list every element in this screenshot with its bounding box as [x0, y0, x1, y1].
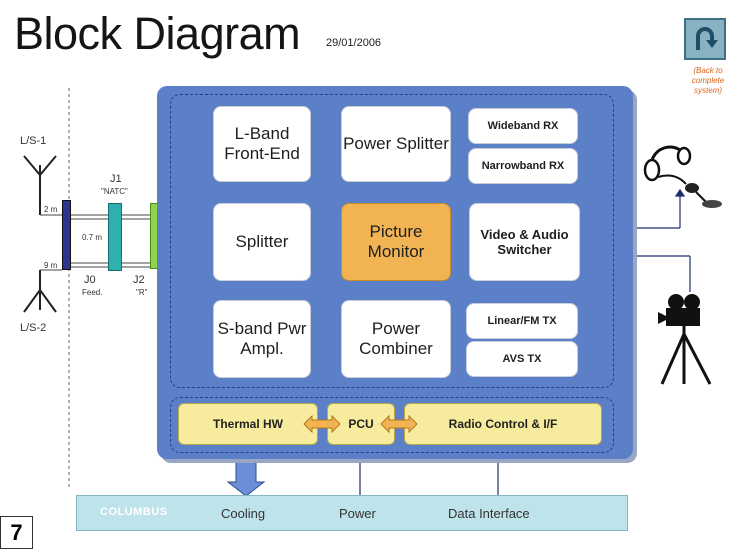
video-audio-switcher-block: Video & Audio Switcher	[469, 203, 580, 281]
j2-label: J2	[133, 274, 145, 286]
connector-j0	[62, 200, 71, 270]
headset-microphone-icon	[643, 145, 722, 208]
linear-fm-tx-block: Linear/FM TX	[466, 303, 578, 339]
picture-monitor-block: Picture Monitor	[341, 203, 451, 281]
back-note: (Back to complete system)	[691, 66, 725, 95]
control-section-border	[170, 397, 614, 453]
wideband-rx-block: Wideband RX	[468, 108, 578, 144]
cable-label-bottom: 9 m	[44, 261, 58, 270]
thermal-hw-block: Thermal HW	[178, 403, 318, 445]
cable-label-mid: 0.7 m	[82, 233, 103, 242]
antenna-top-label: L/S-1	[20, 135, 47, 147]
j0-sublabel: Feed.	[82, 288, 103, 297]
date-label: 29/01/2006	[326, 37, 382, 49]
avs-tx-block: AVS TX	[466, 341, 578, 377]
j1-sublabel: "NATC"	[101, 187, 128, 196]
radio-control-block: Radio Control & I/F	[404, 403, 602, 445]
cooling-label: Cooling	[221, 506, 266, 521]
columbus-interface-bar	[76, 495, 628, 531]
u-turn-arrow-icon	[696, 27, 718, 50]
lband-frontend-block: L-Band Front-End	[213, 106, 311, 182]
splitter-block: Splitter	[213, 203, 311, 281]
cable-label-top: 2 m	[44, 205, 58, 214]
j1-label: J1	[110, 173, 122, 185]
page-number: 7	[0, 516, 33, 549]
page-title: Block Diagram	[14, 8, 301, 59]
power-label: Power	[339, 506, 376, 521]
data-interface-label: Data Interface	[448, 506, 530, 521]
antenna-bottom-label: L/S-2	[20, 322, 47, 334]
power-splitter-block: Power Splitter	[341, 106, 451, 182]
sband-pwr-ampl-block: S-band Pwr Ampl.	[213, 300, 311, 378]
columbus-label: COLUMBUS	[100, 506, 168, 518]
narrowband-rx-block: Narrowband RX	[468, 148, 578, 184]
connector-j1	[108, 203, 122, 271]
video-camera-icon	[658, 294, 712, 385]
j0-label: J0	[84, 274, 96, 286]
power-combiner-block: Power Combiner	[341, 300, 451, 378]
back-button[interactable]	[684, 18, 726, 60]
rf-section-border	[170, 94, 614, 388]
j2-sublabel: "R"	[136, 288, 148, 297]
